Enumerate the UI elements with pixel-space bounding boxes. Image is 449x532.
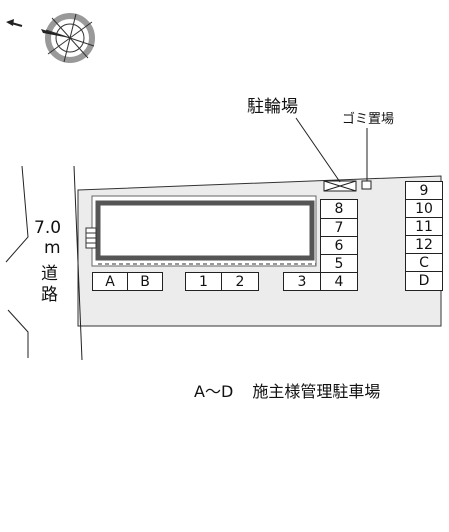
parking-slot-4: 4 (320, 272, 358, 291)
parking-slot-5: 5 (320, 254, 358, 273)
road-edge-upper (5, 165, 29, 263)
road-label-2: 路 (41, 285, 58, 305)
legend-range: A～D (194, 382, 234, 401)
legend: A～D 施主様管理駐車場 (194, 378, 380, 402)
parking-slot-c: C (405, 253, 443, 272)
parking-slot-7: 7 (320, 218, 358, 237)
garbage-label: ゴミ置場 (342, 112, 395, 127)
road-label-1: 道 (41, 264, 58, 284)
bike-parking-marker (295, 117, 357, 192)
compass-icon (6, 13, 95, 63)
parking-slot-12: 12 (405, 235, 443, 254)
parking-slot-1: 1 (185, 272, 222, 291)
parking-slot-10: 10 (405, 199, 443, 218)
road-edge-lower (7, 309, 29, 358)
road-width-label: 7.0 (34, 218, 62, 238)
parking-slot-3: 3 (283, 272, 321, 291)
bike-parking-label: 駐輪場 (247, 97, 298, 117)
parking-slot-6: 6 (320, 236, 358, 255)
parking-slot-11: 11 (405, 217, 443, 236)
legend-text: 施主様管理駐車場 (252, 382, 381, 401)
garbage-marker (361, 128, 372, 190)
parking-slot-a: A (92, 272, 128, 291)
building (95, 200, 315, 261)
parking-slot-9: 9 (405, 181, 443, 200)
left-boundary-line (73, 165, 83, 361)
stairs-icon (85, 227, 97, 249)
road-unit-label: m (44, 238, 61, 258)
parking-slot-2: 2 (221, 272, 259, 291)
parking-slot-8: 8 (320, 199, 358, 219)
parking-slot-b: B (127, 272, 163, 291)
parking-slot-d: D (405, 271, 443, 291)
